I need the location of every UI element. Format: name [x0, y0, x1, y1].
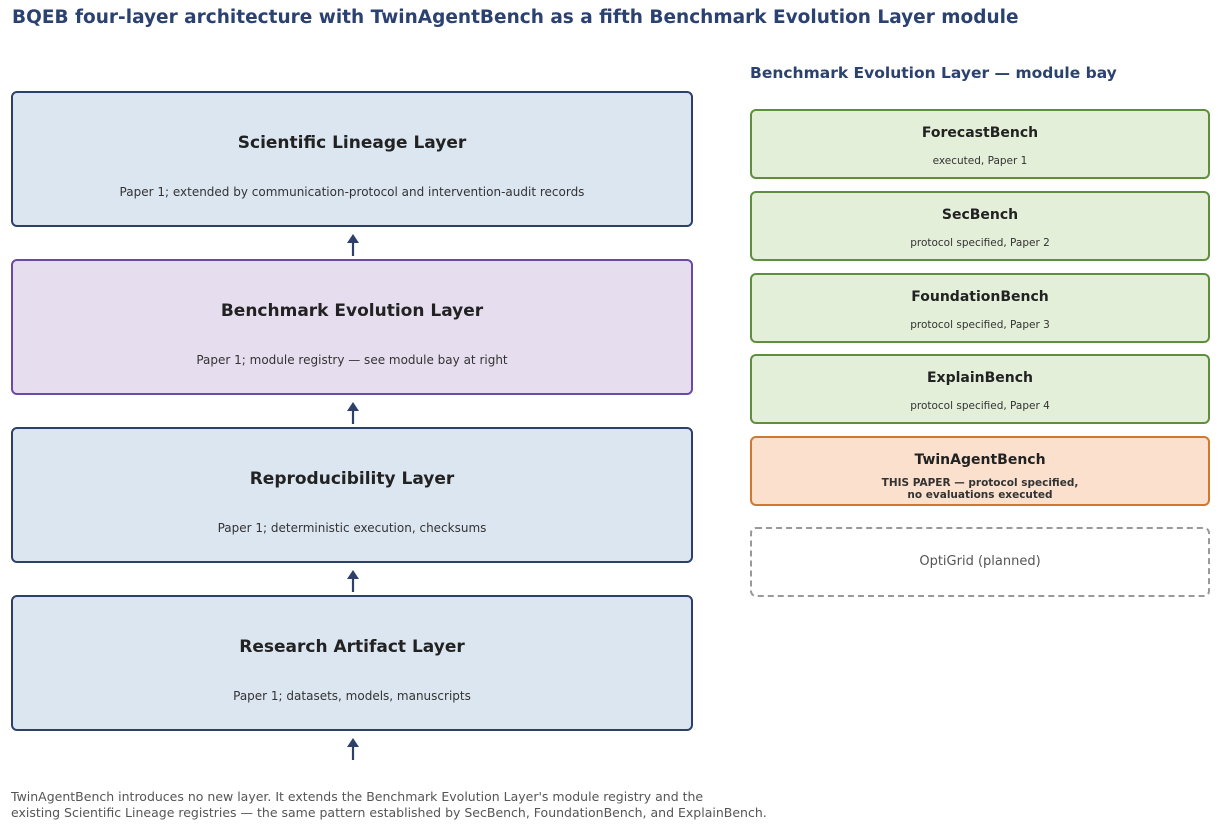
module-forecastbench: ForecastBench executed, Paper 1: [750, 109, 1210, 179]
module-bay-title: Benchmark Evolution Layer — module bay: [750, 64, 1117, 82]
layer-description: Paper 1; module registry — see module ba…: [196, 353, 508, 367]
layer-description: Paper 1; extended by communication-proto…: [119, 185, 585, 199]
layer-scientific-lineage: Scientific Lineage Layer Paper 1; extend…: [11, 91, 693, 227]
footnote: TwinAgentBench introduces no new layer. …: [11, 789, 767, 820]
module-optigrid-planned: OptiGrid (planned): [750, 527, 1210, 597]
layer-name: Scientific Lineage Layer: [237, 133, 467, 153]
layer-benchmark-evolution: Benchmark Evolution Layer Paper 1; modul…: [11, 259, 693, 395]
arrow-up-icon: [347, 570, 359, 592]
module-name: FoundationBench: [911, 289, 1049, 305]
layer-research-artifact: Research Artifact Layer Paper 1; dataset…: [11, 595, 693, 731]
module-status: protocol specified, Paper 2: [910, 237, 1050, 249]
arrow-up-icon: [347, 402, 359, 424]
module-status: protocol specified, Paper 3: [910, 319, 1050, 331]
module-name: TwinAgentBench: [914, 452, 1046, 468]
diagram-title: BQEB four-layer architecture with TwinAg…: [12, 7, 1019, 28]
module-explainbench: ExplainBench protocol specified, Paper 4: [750, 354, 1210, 424]
module-status: protocol specified, Paper 4: [910, 400, 1050, 412]
layer-description: Paper 1; deterministic execution, checks…: [217, 521, 487, 535]
layer-name: Research Artifact Layer: [239, 637, 465, 657]
module-name: OptiGrid (planned): [919, 554, 1041, 569]
module-status: THIS PAPER — protocol specified, no eval…: [881, 477, 1079, 501]
layer-name: Reproducibility Layer: [249, 469, 455, 489]
module-status: executed, Paper 1: [932, 155, 1028, 167]
layer-name: Benchmark Evolution Layer: [220, 301, 484, 321]
module-secbench: SecBench protocol specified, Paper 2: [750, 191, 1210, 261]
module-name: ForecastBench: [921, 125, 1039, 141]
arrow-up-icon: [347, 738, 359, 760]
layer-description: Paper 1; datasets, models, manuscripts: [233, 689, 471, 703]
module-name: SecBench: [941, 207, 1019, 223]
layer-reproducibility: Reproducibility Layer Paper 1; determini…: [11, 427, 693, 563]
arrow-up-icon: [347, 234, 359, 256]
module-name: ExplainBench: [926, 370, 1034, 386]
module-twinagentbench: TwinAgentBench THIS PAPER — protocol spe…: [750, 436, 1210, 506]
module-foundationbench: FoundationBench protocol specified, Pape…: [750, 273, 1210, 343]
